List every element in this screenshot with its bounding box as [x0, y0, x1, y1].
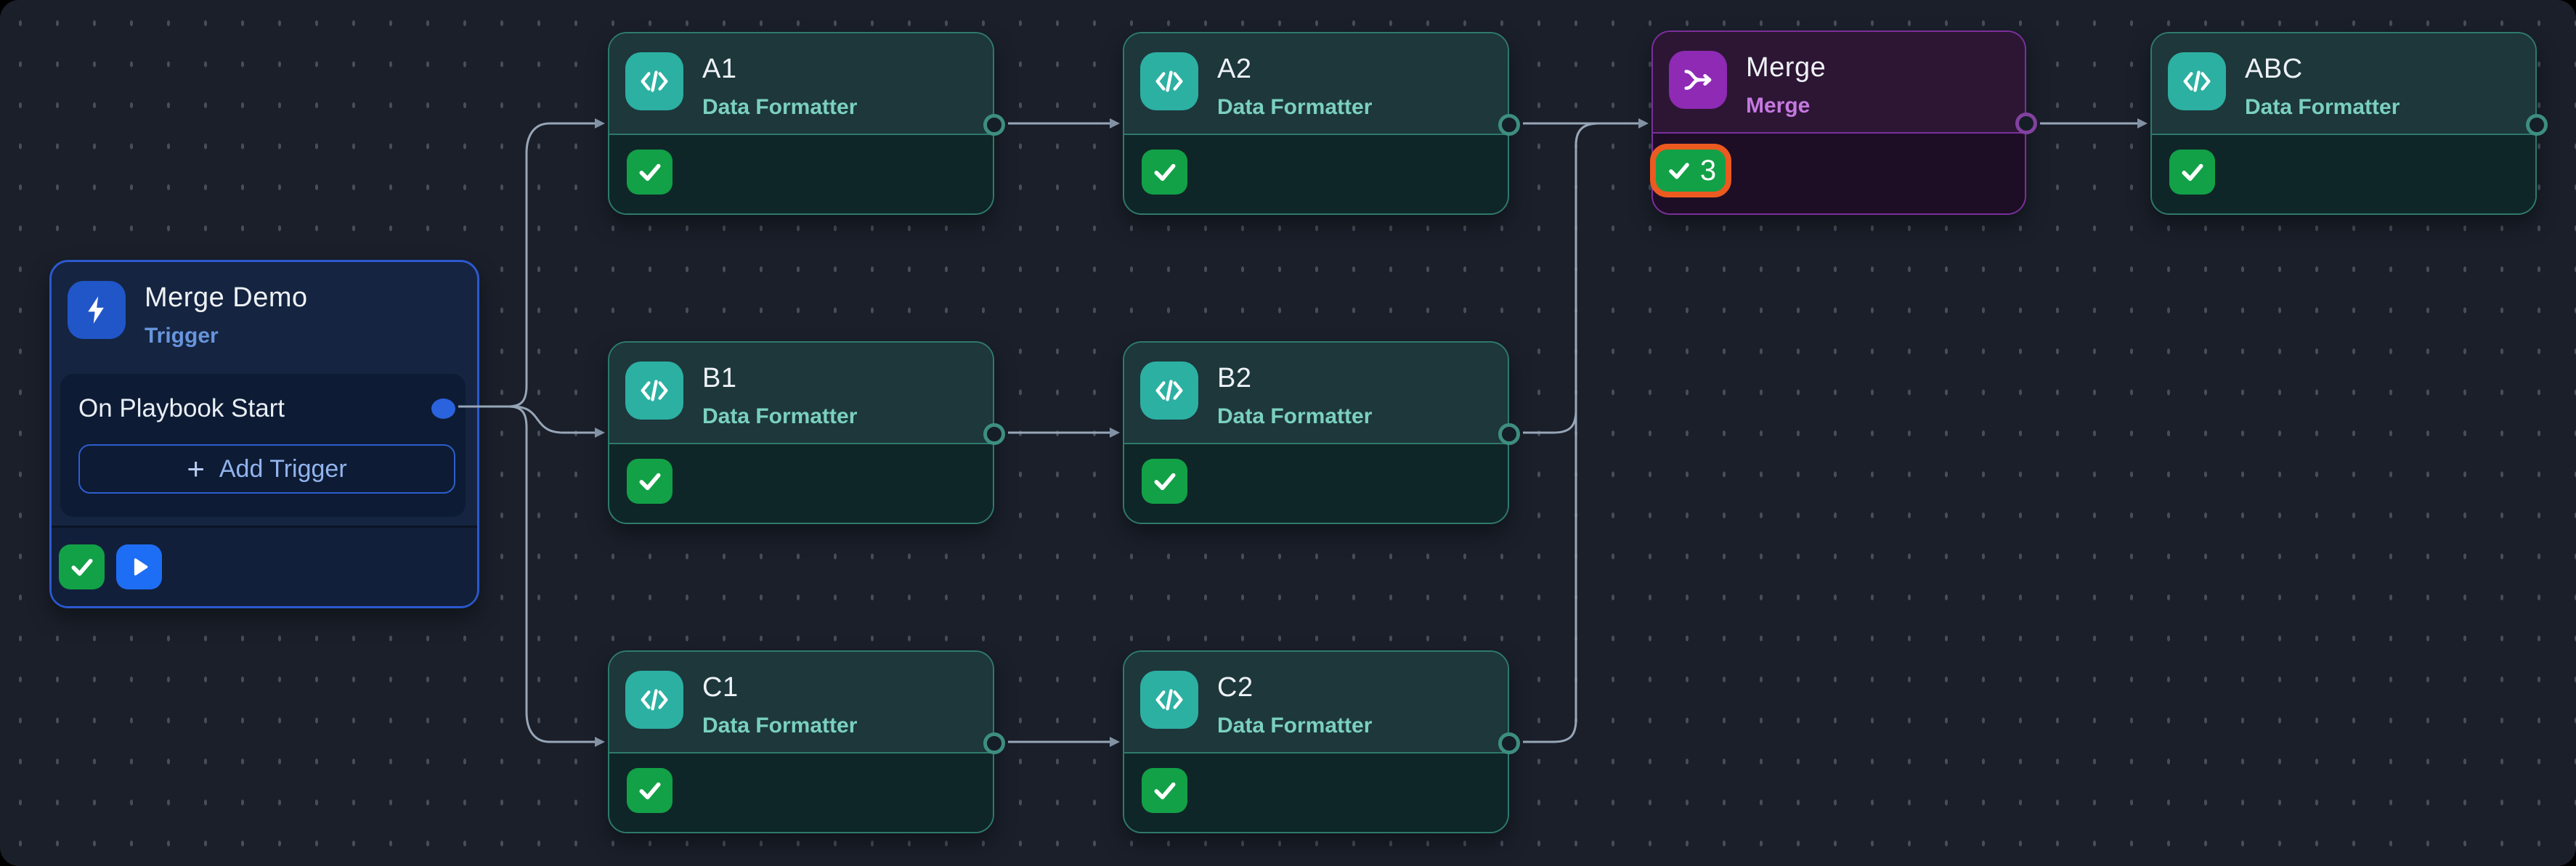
- code-icon: [625, 671, 683, 729]
- trigger-item[interactable]: On Playbook Start + Add Trigger: [60, 374, 466, 517]
- node-merge[interactable]: Merge Merge 3: [1650, 30, 2037, 215]
- trigger-header: Merge Demo Trigger: [52, 262, 477, 374]
- node-title: C2: [1217, 672, 1254, 703]
- status-check-badge[interactable]: [627, 768, 673, 813]
- code-icon: [2168, 52, 2226, 110]
- node-footer: [609, 752, 993, 832]
- node-b2[interactable]: B2 Data Formatter: [1123, 341, 1520, 524]
- node-title: Merge: [1746, 52, 1827, 83]
- event-count: 3: [1699, 154, 1717, 187]
- node-a1[interactable]: A1 Data Formatter: [608, 32, 1005, 215]
- code-icon: [625, 52, 683, 110]
- add-trigger-label: Add Trigger: [219, 454, 347, 483]
- status-check-badge[interactable]: [627, 459, 673, 504]
- node-trigger[interactable]: Merge Demo Trigger On Playbook Start + A…: [49, 260, 479, 608]
- code-icon: [625, 361, 683, 420]
- node-footer: [609, 134, 993, 213]
- trigger-item-label: On Playbook Start: [78, 394, 285, 422]
- node-footer: [1124, 443, 1508, 523]
- trigger-output-port[interactable]: [431, 399, 455, 419]
- node-subtitle: Data Formatter: [702, 404, 858, 428]
- node-title: ABC: [2245, 54, 2303, 84]
- status-check-badge[interactable]: [59, 544, 105, 589]
- node-footer: [1124, 134, 1508, 213]
- node-title: A2: [1217, 54, 1252, 84]
- node-header: B1 Data Formatter: [609, 343, 993, 443]
- node-header: A1 Data Formatter: [609, 33, 993, 134]
- code-icon: [1140, 361, 1198, 420]
- node-footer: [609, 443, 993, 523]
- node-subtitle: Data Formatter: [1217, 404, 1373, 428]
- node-header: Merge Merge: [1653, 32, 2025, 132]
- node-header: B2 Data Formatter: [1124, 343, 1508, 443]
- output-port[interactable]: [2015, 113, 2037, 134]
- plus-icon: +: [187, 452, 205, 486]
- status-check-badge[interactable]: [1142, 150, 1187, 195]
- selected-status-highlight-ring: 3: [1650, 144, 1731, 197]
- node-subtitle: Merge: [1746, 94, 1811, 118]
- add-trigger-button[interactable]: + Add Trigger: [78, 444, 455, 494]
- node-header: A2 Data Formatter: [1124, 33, 1508, 134]
- trigger-subtitle: Trigger: [145, 324, 219, 348]
- node-footer: 3: [1650, 132, 2025, 213]
- merge-icon: [1669, 51, 1727, 109]
- output-port[interactable]: [2526, 114, 2548, 136]
- output-port[interactable]: [983, 423, 1005, 445]
- node-c2[interactable]: C2 Data Formatter: [1123, 650, 1520, 833]
- status-check-badge[interactable]: [1142, 768, 1187, 813]
- code-icon: [1140, 671, 1198, 729]
- node-title: C1: [702, 672, 739, 703]
- output-port[interactable]: [1498, 114, 1520, 136]
- output-port[interactable]: [1498, 732, 1520, 754]
- node-footer: [1124, 752, 1508, 832]
- edge-c2-merge: [1523, 122, 1630, 743]
- node-header: ABC Data Formatter: [2152, 33, 2535, 134]
- node-subtitle: Data Formatter: [1217, 95, 1373, 119]
- status-check-badge[interactable]: [627, 150, 673, 195]
- node-header: C1 Data Formatter: [609, 652, 993, 752]
- node-b1[interactable]: B1 Data Formatter: [608, 341, 1005, 524]
- node-subtitle: Data Formatter: [1217, 714, 1373, 738]
- node-title: A1: [702, 54, 737, 84]
- node-abc[interactable]: ABC Data Formatter: [2150, 32, 2548, 215]
- node-title: B2: [1217, 363, 1252, 393]
- output-port[interactable]: [983, 114, 1005, 136]
- node-c1[interactable]: C1 Data Formatter: [608, 650, 1005, 833]
- status-check-badge[interactable]: [2169, 150, 2215, 195]
- trigger-title: Merge Demo: [145, 282, 308, 313]
- code-icon: [1140, 52, 1198, 110]
- node-title: B1: [702, 363, 737, 393]
- node-footer: [2152, 134, 2535, 213]
- node-header: C2 Data Formatter: [1124, 652, 1508, 752]
- node-subtitle: Data Formatter: [702, 95, 858, 119]
- status-check-badge[interactable]: [1142, 459, 1187, 504]
- node-subtitle: Data Formatter: [702, 714, 858, 738]
- lightning-icon: [68, 281, 126, 339]
- run-play-button[interactable]: [116, 544, 162, 589]
- output-port[interactable]: [983, 732, 1005, 754]
- edge-b2-merge: [1523, 122, 1630, 434]
- node-a2[interactable]: A2 Data Formatter: [1123, 32, 1520, 215]
- output-port[interactable]: [1498, 423, 1520, 445]
- status-check-count-badge[interactable]: 3: [1656, 150, 1726, 192]
- trigger-footer: [52, 526, 477, 606]
- node-subtitle: Data Formatter: [2245, 95, 2400, 119]
